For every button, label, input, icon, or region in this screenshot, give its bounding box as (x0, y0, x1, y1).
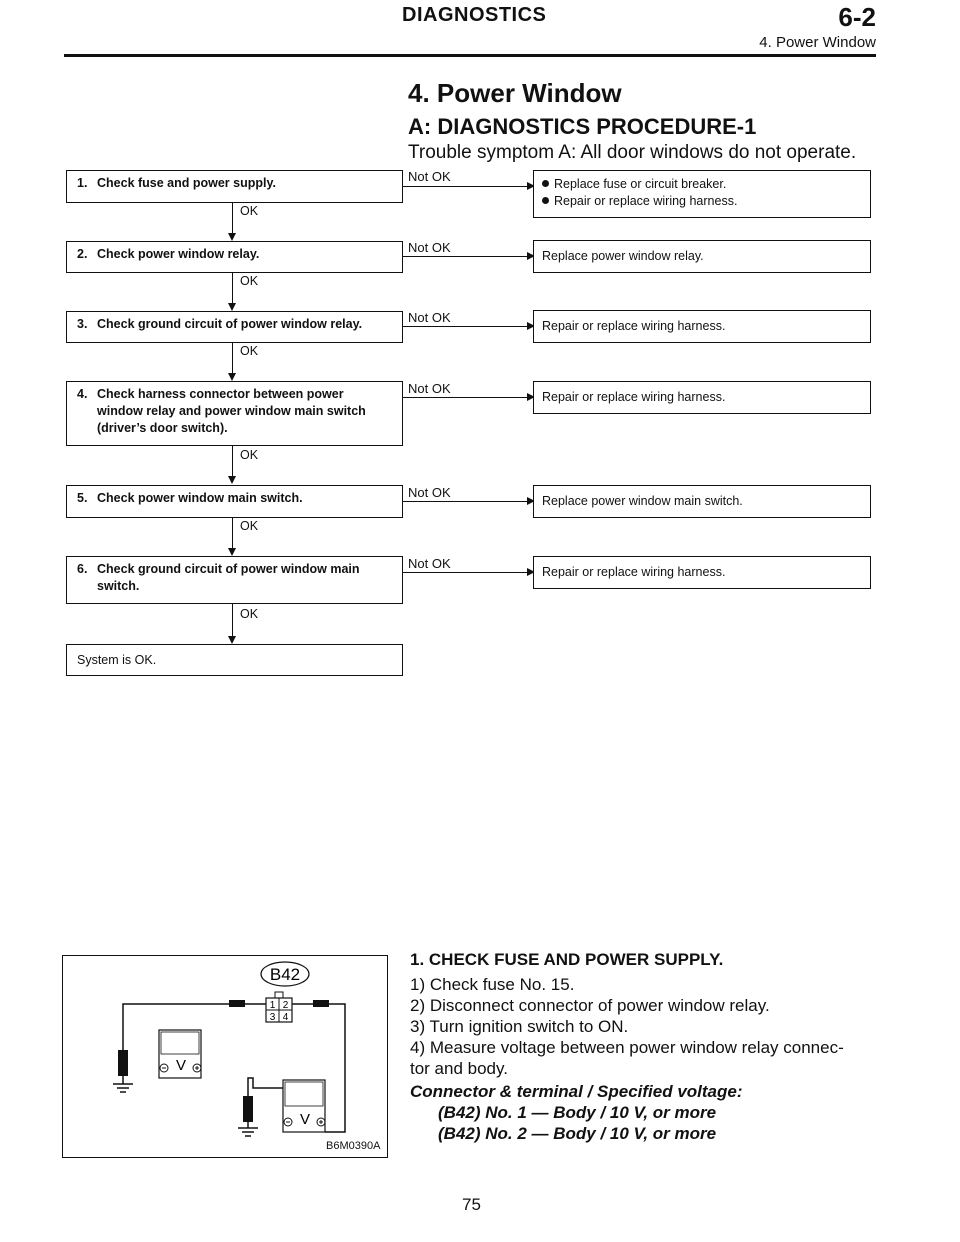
not-ok-label: Not OK (408, 381, 451, 396)
arrow-down-icon (228, 636, 236, 644)
arrow-right-icon (527, 182, 535, 190)
spec-value: (B42) No. 2 — Body / 10 V, or more (438, 1124, 717, 1143)
step-number: 2. (77, 247, 88, 261)
bullet-icon (542, 197, 549, 204)
chapter-title: DIAGNOSTICS (402, 4, 547, 26)
ok-line (232, 343, 233, 375)
not-ok-line (403, 501, 529, 502)
trouble-symptom: Trouble symptom A: All door windows do n… (408, 142, 857, 163)
not-ok-line (403, 326, 529, 327)
arrow-down-icon (228, 548, 236, 556)
flow-step-3: 3. Check ground circuit of power window r… (66, 311, 403, 343)
flow-result-2: Replace power window relay. (533, 240, 871, 273)
section-number: 6-2 (838, 2, 876, 32)
step-text: Check power window main switch. (97, 491, 303, 505)
step-number: 3. (77, 317, 88, 331)
not-ok-line (403, 186, 529, 187)
result-item: Repair or replace wiring harness. (542, 193, 862, 210)
ok-line (232, 203, 233, 235)
step-text: Check harness connector between power (97, 387, 344, 401)
flow-result-4: Repair or replace wiring harness. (533, 381, 871, 414)
section-subtitle: 4. Power Window (759, 34, 876, 51)
step-text: Check fuse and power supply. (97, 176, 276, 190)
arrow-right-icon (527, 252, 535, 260)
flow-result-1: Replace fuse or circuit breaker. Repair … (533, 170, 871, 218)
svg-text:3: 3 (270, 1012, 276, 1023)
ok-line (232, 273, 233, 305)
step-text: Check ground circuit of power window rel… (97, 317, 363, 331)
flow-step-6: 6. Check ground circuit of power window m… (66, 556, 403, 604)
procedure-heading: 1. CHECK FUSE AND POWER SUPPLY. (410, 950, 724, 969)
ok-label: OK (240, 607, 259, 621)
arrow-down-icon (228, 476, 236, 484)
ok-line (232, 604, 233, 638)
bullet-icon (542, 180, 549, 187)
procedure-step: 3) Turn ignition switch to ON. (410, 1017, 629, 1036)
flow-result-3: Repair or replace wiring harness. (533, 310, 871, 343)
step-number: 6. (77, 562, 88, 576)
ok-label: OK (240, 448, 259, 462)
ok-line (232, 446, 233, 478)
svg-text:4: 4 (283, 1012, 289, 1023)
not-ok-line (403, 256, 529, 257)
flow-result-6: Repair or replace wiring harness. (533, 556, 871, 589)
not-ok-label: Not OK (408, 169, 451, 184)
not-ok-line (403, 397, 529, 398)
svg-text:2: 2 (283, 1000, 289, 1011)
flow-step-1: 1. Check fuse and power supply. (66, 170, 403, 203)
ok-label: OK (240, 204, 259, 218)
header-rule (64, 54, 876, 57)
flow-step-5: 5. Check power window main switch. (66, 485, 403, 518)
step-text: Check power window relay. (97, 247, 260, 261)
arrow-down-icon (228, 303, 236, 311)
ok-label: OK (240, 344, 259, 358)
measurement-diagram-icon: B42 1 2 3 4 V V (113, 961, 346, 1137)
procedure-step: 4) Measure voltage between power window … (410, 1038, 844, 1057)
not-ok-label: Not OK (408, 310, 451, 325)
step-text: switch. (97, 579, 140, 593)
arrow-right-icon (527, 497, 535, 505)
not-ok-line (403, 572, 529, 573)
arrow-down-icon (228, 233, 236, 241)
not-ok-label: Not OK (408, 485, 451, 500)
ok-label: OK (240, 274, 259, 288)
not-ok-label: Not OK (408, 556, 451, 571)
page-title: 4. Power Window (408, 78, 622, 108)
ok-label: OK (240, 519, 259, 533)
flow-final-system-ok: System is OK. (66, 644, 403, 676)
figure-caption: B6M0390A (326, 1140, 381, 1152)
step-number: 1. (77, 176, 88, 190)
result-item: Replace fuse or circuit breaker. (542, 176, 862, 193)
svg-text:1: 1 (270, 1000, 276, 1011)
svg-text:V: V (300, 1111, 310, 1128)
flow-step-2: 2. Check power window relay. (66, 241, 403, 273)
flow-step-4: 4.Check harness connector between power … (66, 381, 403, 446)
step-text: (driver’s door switch). (97, 421, 228, 435)
spec-label: Connector & terminal / Specified voltage… (410, 1082, 743, 1101)
step-text: Check ground circuit of power window mai… (97, 562, 360, 576)
wiring-figure: B42 1 2 3 4 V V (62, 955, 388, 1158)
procedure-step: tor and body. (410, 1059, 508, 1078)
procedure-step: 1) Check fuse No. 15. (410, 975, 575, 994)
spec-value: (B42) No. 1 — Body / 10 V, or more (438, 1103, 717, 1122)
connector-label: B42 (270, 965, 300, 984)
arrow-down-icon (228, 373, 236, 381)
arrow-right-icon (527, 568, 535, 576)
ok-line (232, 518, 233, 550)
flow-result-5: Replace power window main switch. (533, 485, 871, 518)
arrow-right-icon (527, 393, 535, 401)
step-number: 4. (77, 387, 88, 401)
procedure-step: 2) Disconnect connector of power window … (410, 996, 770, 1015)
arrow-right-icon (527, 322, 535, 330)
procedure-title: A: DIAGNOSTICS PROCEDURE-1 (408, 114, 757, 139)
not-ok-label: Not OK (408, 240, 451, 255)
step-text: window relay and power window main switc… (97, 404, 366, 418)
page-number: 75 (462, 1195, 481, 1214)
svg-text:V: V (176, 1057, 186, 1074)
step-number: 5. (77, 491, 88, 505)
